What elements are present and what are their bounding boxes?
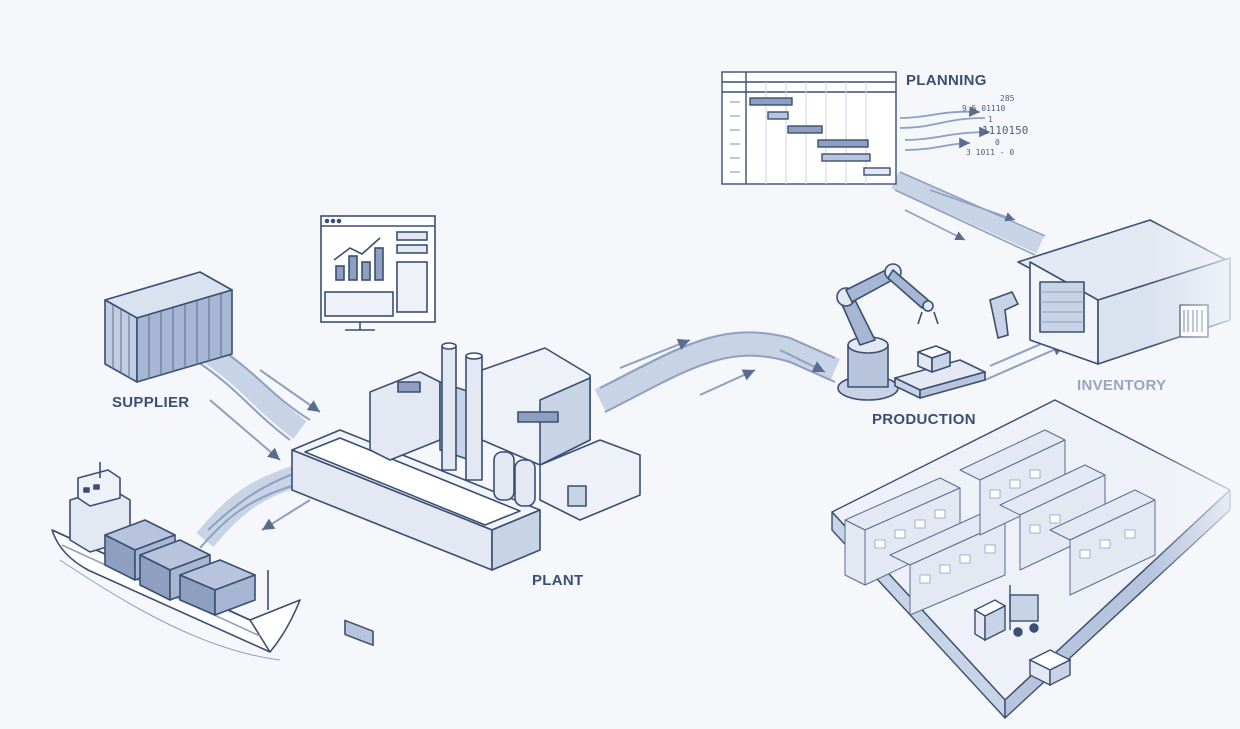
dashboard-icon bbox=[320, 215, 436, 331]
label-production: PRODUCTION bbox=[872, 411, 976, 428]
ship-icon bbox=[51, 462, 301, 661]
planning-code: 1110150 bbox=[982, 124, 1029, 137]
robot-arm-icon bbox=[836, 263, 986, 401]
gantt-chart-icon bbox=[721, 71, 897, 185]
planning-code: 3 1011 - 0 bbox=[966, 148, 1015, 157]
planning-code: 1 bbox=[988, 115, 993, 124]
label-inventory: INVENTORY bbox=[1077, 377, 1167, 394]
planning-code: 9 5 01110 bbox=[962, 104, 1006, 113]
factory-icon bbox=[291, 342, 641, 647]
planning-signal-arrows bbox=[899, 106, 991, 151]
label-supplier: SUPPLIER bbox=[112, 394, 190, 411]
label-plant: PLANT bbox=[532, 572, 584, 589]
barcode-scanner-icon bbox=[989, 291, 1020, 340]
flow-plant-to-production bbox=[594, 331, 840, 413]
container-icon bbox=[104, 271, 233, 383]
flow-supplier-to-plant bbox=[194, 340, 321, 461]
planning-code: 0 bbox=[995, 138, 1000, 147]
label-planning: PLANNING bbox=[906, 72, 987, 89]
flow-planning-to-inventory bbox=[891, 171, 1046, 256]
forklift-icon bbox=[973, 585, 1072, 687]
planning-code: 285 bbox=[1000, 94, 1015, 103]
